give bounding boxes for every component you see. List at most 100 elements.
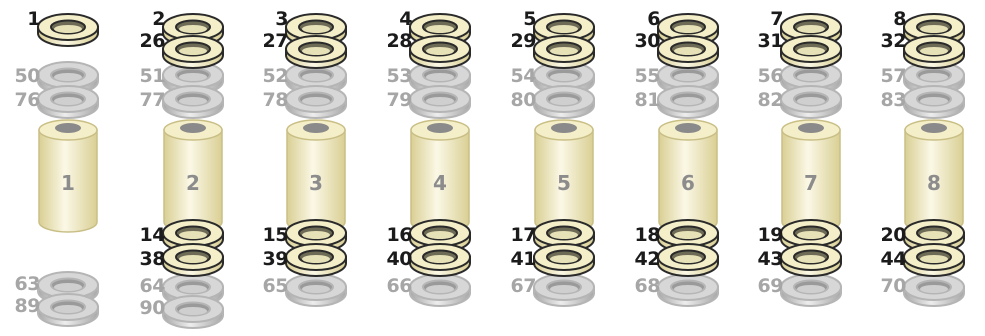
grey-ring-number: 52: [262, 65, 289, 87]
ring-number: 3: [275, 8, 288, 30]
grey-ring-number: 63: [14, 273, 41, 295]
cylinder: 2: [163, 119, 223, 233]
cylinder: 7: [781, 119, 841, 233]
ring-number: 5: [523, 8, 536, 30]
ring-number: 16: [386, 224, 413, 246]
grey-ring: [285, 85, 347, 119]
grey-ring-number: 70: [880, 275, 907, 297]
cream-ring: [657, 35, 719, 69]
cream-ring: [409, 219, 471, 253]
cylinder: 6: [658, 119, 718, 233]
grey-ring: [285, 273, 347, 307]
grey-ring-number: 57: [880, 65, 907, 87]
grey-ring: [37, 293, 99, 327]
ring-number: 18: [634, 224, 661, 246]
grey-ring: [657, 273, 719, 307]
grey-ring-number: 64: [139, 275, 166, 297]
grey-ring-number: 79: [386, 89, 413, 111]
grey-ring: [162, 85, 224, 119]
cream-ring: [285, 35, 347, 69]
cylinder: 1: [38, 119, 98, 233]
grey-ring-number: 53: [386, 65, 413, 87]
cream-ring: [533, 35, 595, 69]
cream-ring: [780, 243, 842, 277]
cylinder: 4: [410, 119, 470, 233]
grey-ring: [37, 85, 99, 119]
ring-number: 17: [510, 224, 537, 246]
grey-ring-number: 90: [139, 297, 166, 319]
ring-number: 39: [262, 248, 289, 270]
grey-ring: [903, 273, 965, 307]
cylinder-number: 5: [557, 171, 571, 195]
cylinder: 8: [904, 119, 964, 233]
ring-number: 7: [770, 8, 783, 30]
grey-ring-number: 83: [880, 89, 907, 111]
grey-ring: [780, 85, 842, 119]
cylinder-number: 7: [804, 171, 818, 195]
grey-ring-number: 81: [634, 89, 661, 111]
cream-ring: [162, 35, 224, 69]
cylinder-number: 3: [309, 171, 323, 195]
cream-ring: [285, 219, 347, 253]
ring-number: 2: [152, 8, 165, 30]
grey-ring-number: 77: [139, 89, 166, 111]
ring-number: 30: [634, 30, 661, 52]
ring-number: 1: [27, 8, 40, 30]
cylinder-number: 4: [433, 171, 447, 195]
cream-ring: [162, 243, 224, 277]
grey-ring: [162, 295, 224, 329]
grey-ring-number: 69: [757, 275, 784, 297]
grey-ring: [780, 273, 842, 307]
ring-number: 6: [647, 8, 660, 30]
cylinder-number: 6: [681, 171, 695, 195]
ring-number: 15: [262, 224, 289, 246]
ring-number: 26: [139, 30, 166, 52]
cream-ring: [657, 243, 719, 277]
ring-number: 14: [139, 224, 166, 246]
cream-ring: [903, 243, 965, 277]
ring-number: 29: [510, 30, 537, 52]
grey-ring-number: 80: [510, 89, 537, 111]
grey-ring: [409, 85, 471, 119]
ring-number: 32: [880, 30, 907, 52]
grey-ring-number: 89: [14, 295, 41, 317]
grey-ring-number: 56: [757, 65, 784, 87]
ring-number: 38: [139, 248, 166, 270]
ring-number: 4: [399, 8, 412, 30]
cylinder-number: 1: [61, 171, 75, 195]
cream-ring: [903, 35, 965, 69]
cream-ring: [409, 243, 471, 277]
grey-ring-number: 51: [139, 65, 166, 87]
grey-ring: [903, 85, 965, 119]
ring-number: 31: [757, 30, 784, 52]
grey-ring: [533, 85, 595, 119]
ring-number: 27: [262, 30, 289, 52]
cream-ring: [533, 243, 595, 277]
grey-ring-number: 82: [757, 89, 784, 111]
grey-ring-number: 76: [14, 89, 41, 111]
grey-ring-number: 68: [634, 275, 661, 297]
grey-ring-number: 55: [634, 65, 661, 87]
grey-ring-number: 67: [510, 275, 537, 297]
ring-number: 28: [386, 30, 413, 52]
cream-ring: [285, 243, 347, 277]
cream-ring: [780, 35, 842, 69]
ring-number: 19: [757, 224, 784, 246]
grey-ring-number: 66: [386, 275, 413, 297]
grey-ring-number: 54: [510, 65, 537, 87]
ring-number: 8: [893, 8, 906, 30]
ring-number: 43: [757, 248, 784, 270]
grey-ring-number: 65: [262, 275, 289, 297]
cream-ring: [37, 13, 99, 47]
cylinder: 3: [286, 119, 346, 233]
grey-ring: [409, 273, 471, 307]
ring-number: 42: [634, 248, 661, 270]
ring-number: 20: [880, 224, 907, 246]
